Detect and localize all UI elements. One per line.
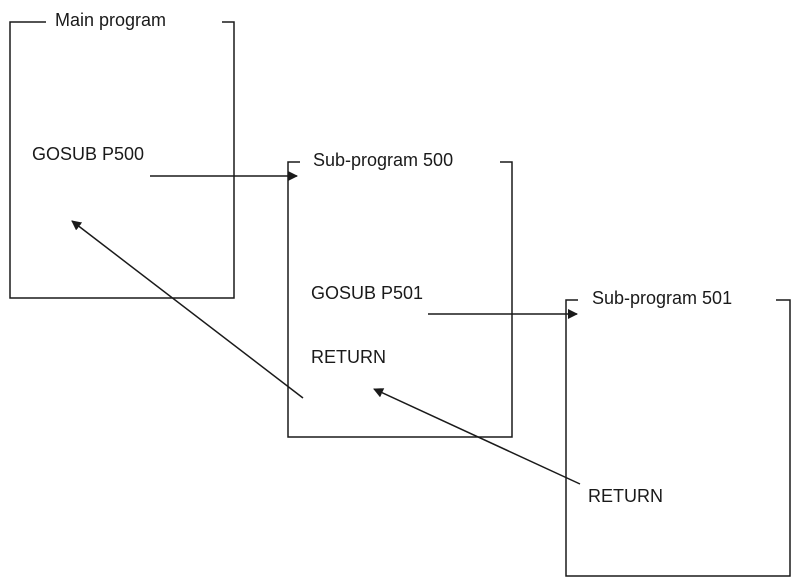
- sub501-return-statement: RETURN: [588, 486, 663, 506]
- sub-program-500-title: Sub-program 500: [313, 150, 453, 170]
- sub-program-501-box: [565, 299, 791, 577]
- sub500-gosub-statement: GOSUB P501: [311, 283, 423, 303]
- sub-program-500-box: [287, 161, 513, 438]
- main-program-box: [9, 21, 235, 299]
- return-arrow-500-to-main: [71, 220, 304, 399]
- main-program-title: Main program: [55, 10, 166, 30]
- sub-program-501-title: Sub-program 501: [592, 288, 732, 308]
- main-gosub-statement: GOSUB P500: [32, 144, 144, 164]
- return-arrow-501-to-500: [373, 388, 581, 485]
- sub500-return-statement: RETURN: [311, 347, 386, 367]
